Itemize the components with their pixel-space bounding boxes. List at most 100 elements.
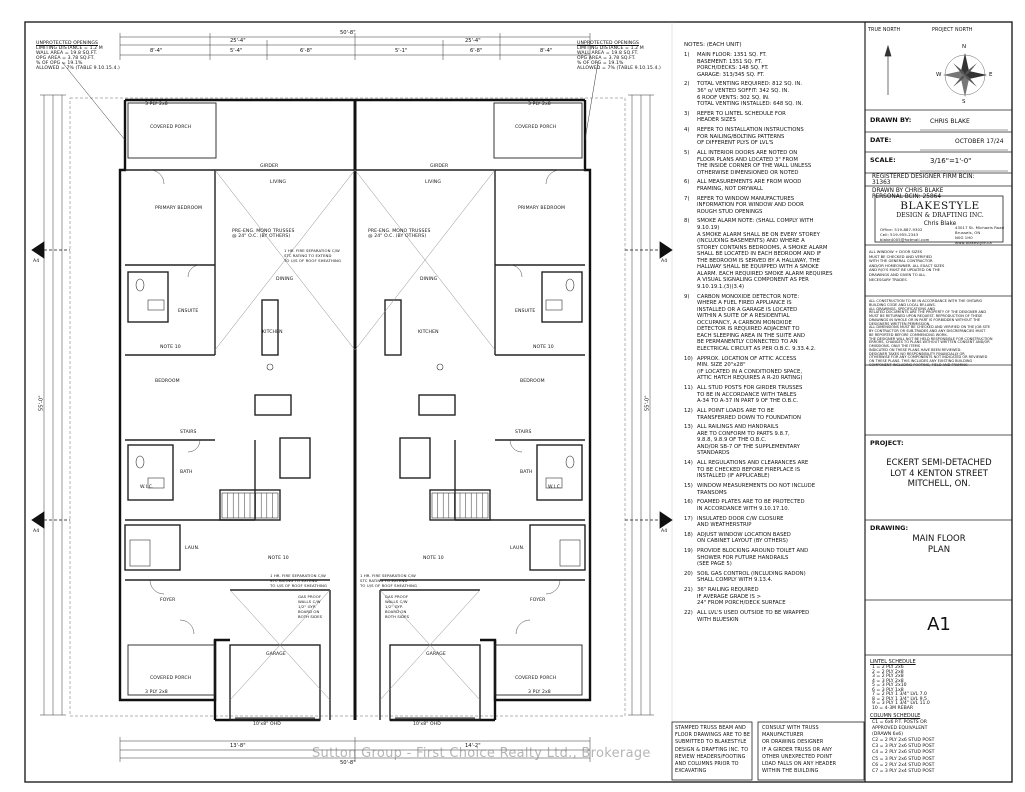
lintel-entry: 1 = 2 PLY 2x6 — [872, 665, 904, 670]
note-number: 20) — [684, 570, 693, 577]
note-line: 36" o/ VENTED SOFFIT: 342 SQ. IN. — [697, 88, 790, 95]
room-kitchen-right: KITCHEN — [418, 330, 439, 335]
room-garage-right: GARAGE — [426, 652, 446, 657]
note-line: IN ACCORDANCE WITH 9.10.17.10. — [697, 505, 790, 512]
construction-note-line: BE REPORTED BEFORE COMMENCING WORK. — [869, 332, 948, 337]
note-number: 19) — [684, 548, 693, 555]
note-line: EACH SLEEPING AREA IN THE SUITE AND — [697, 332, 805, 339]
room-bath-right: BATH — [520, 470, 533, 475]
compass-n: N — [962, 44, 967, 50]
note-line: 36" RAILING REQUIRED — [697, 587, 759, 594]
column-entry: C1 = 6x6 P.T. POSTS OR — [872, 720, 927, 725]
note-number: 4) — [684, 127, 690, 134]
drawn-by-value: CHRIS BLAKE — [930, 118, 970, 125]
construction-note-line: ALL DRAWINGS, SPECIFICATIONS AND — [869, 306, 936, 311]
ply-label-bottom-right: 3 PLY 2x8 — [528, 690, 551, 695]
room-wic-left: W.I.C. — [140, 485, 154, 490]
porches — [127, 102, 583, 696]
note-item: 20)SOIL GAS CONTROL (INCLUDING RADON)SHA… — [684, 571, 862, 584]
column-entry: (DRAWN 6x6) — [872, 732, 904, 738]
note-line: ALL MEASUREMENTS ARE FROM WOOD — [697, 179, 802, 186]
top-dim-e: 6'-8" — [470, 48, 483, 54]
compass-e: E — [989, 72, 993, 78]
true-north-label: TRUE NORTH — [868, 28, 901, 33]
note-tag-left-lower: NOTE 10 — [268, 556, 289, 561]
lintel-entry: 10 = 4-3M REBAR — [872, 705, 914, 711]
bottom-dim-a: 13'-8" — [230, 743, 246, 749]
lintel-entry: 7 = 2 PLY 1 3/4" LVL 7.0 — [872, 692, 927, 698]
room-dining-left: DINING — [276, 277, 294, 282]
bottom-note-right: CONSULT WITH TRUSS MANUFACTURER OR DRAWI… — [762, 725, 837, 775]
notes-panel: NOTES: (EACH UNIT) 1)MAIN FLOOR: 1351 SQ… — [684, 42, 862, 623]
note-line: AND/OR SB-7 OF THE SUPPLEMENTARY — [697, 443, 800, 450]
note-line: WINDOW MEASUREMENTS DO NOT INCLUDE — [697, 482, 816, 489]
truss-note-left: PRE-ENG. MONO TRUSSES @ 24" O.C. (BY OTH… — [232, 229, 295, 239]
column-schedule-title: COLUMN SCHEDULE — [870, 713, 921, 719]
note-line: 9.10.19.1.(3)(3.4) — [697, 283, 745, 290]
bottom-note-box-left — [671, 721, 753, 781]
note-number: 13) — [684, 424, 693, 431]
door-note-line: ALL WINDOW + DOOR SIZES — [869, 250, 923, 254]
project-north-label: PROJECT NORTH — [932, 28, 973, 33]
date-value: OCTOBER 17/24 — [955, 138, 1004, 145]
logo-line1: BLAKESTYLE — [900, 200, 980, 212]
note-number: 16) — [684, 499, 693, 506]
lintel-entry: 9 = 3 PLY 1 3/4" LVL 11.0 — [872, 701, 930, 707]
note-number: 14) — [684, 460, 693, 467]
note-line: DETECTOR IS REQUIRED ADJACENT TO — [697, 326, 800, 333]
girder-label-left: GIRDER — [260, 164, 279, 169]
registration-block: REGISTERED DESIGNER FIRM BCIN: 31363 — [872, 174, 975, 186]
note-line: SMOKE ALARM NOTE: (SHALL COMPLY WITH — [697, 218, 814, 225]
note-number: 12) — [684, 407, 693, 414]
room-bath-left: BATH — [180, 470, 193, 475]
note-number: 9) — [684, 293, 690, 300]
construction-note-line: ALL DIMENSIONS MUST BE CHECKED AND VERIF… — [869, 325, 991, 330]
note-line: FOAMED PLATES ARE TO BE PROTECTED — [697, 499, 805, 506]
note-line: BASEMENT: 1351 SQ. FT. — [697, 58, 763, 65]
construction-note-line: THE DESIGNER WILL NOT BE HELD RESPONSIBL… — [869, 336, 993, 341]
note-line: ALL POINT LOADS ARE TO BE — [697, 407, 775, 414]
door-note-line: MUST BE CHECKED AND VERIFIED — [869, 254, 932, 259]
fixtures — [129, 278, 581, 567]
room-foyer-left: FOYER — [160, 598, 176, 603]
construction-note-line: BY CONTRACTOR OR SUB-TRADES AND ANY DISC… — [869, 329, 986, 333]
note-item: 1)MAIN FLOOR: 1351 SQ. FT.BASEMENT: 1351… — [684, 52, 862, 78]
note-line: (SEE PAGE 5) — [697, 561, 732, 568]
note-line: THE BEDROOM IS SERVED BY A HALLWAY, THE — [697, 257, 820, 264]
section-tag-right-top: A4 — [661, 259, 668, 264]
note-number: 17) — [684, 515, 693, 522]
room-stairs-left: STAIRS — [180, 430, 197, 435]
note-line: ALL LVL'S USED OUTSIDE TO BE WRAPPED — [697, 610, 810, 617]
scale-label: SCALE: — [870, 156, 896, 164]
separation-note-lower-left: 1 HR. FIRE SEPARATION C/W STC RATING TO … — [270, 573, 328, 588]
note-number: 10) — [684, 355, 693, 362]
note-line: HEADER SIZES — [697, 117, 737, 124]
note-number: 6) — [684, 179, 690, 186]
construction-note-line: MUST BE RETURNED UPON REQUEST. REPRODUCT… — [869, 314, 983, 318]
lintel-entry: 2 = 2 PLY 2x8 — [872, 669, 904, 675]
note-line: REFER TO LINTEL SCHEDULE FOR — [697, 110, 786, 117]
room-bedroom-left: BEDROOM — [155, 379, 180, 384]
lintel-entry: 4 = 3 PLY 2x8 — [872, 678, 904, 684]
door-swings — [149, 169, 561, 635]
room-living-left: LIVING — [270, 180, 287, 185]
ply-label-top-left: 3 PLY 2x8 — [145, 102, 168, 107]
door-note-line: AND R/O'S MUST BE UPDATED ON THE — [869, 268, 940, 273]
registration-personal: DRAWN BY CHRIS BLAKE PERSONAL BCIN: 2586… — [872, 188, 944, 200]
column-entry: APPROVED EQUIVALENT — [872, 726, 928, 732]
note-line: ON CABINET LAYOUT (BY OTHERS) — [697, 538, 788, 545]
note-line: TRANSFERRED DOWN TO FOUNDATION — [697, 414, 801, 421]
title-block-lines — [865, 109, 1012, 656]
note-number: 21) — [684, 587, 693, 594]
note-line: PORCH/DECKS: 148 SQ. FT. — [697, 65, 769, 72]
lintel-entry: 8 = 2 PLY 1 3/4" LVL 9.5 — [872, 696, 927, 702]
true-north-arrow — [884, 44, 892, 95]
column-entry: C6 = 2 PLY 2x4 STUD POST — [872, 762, 935, 768]
